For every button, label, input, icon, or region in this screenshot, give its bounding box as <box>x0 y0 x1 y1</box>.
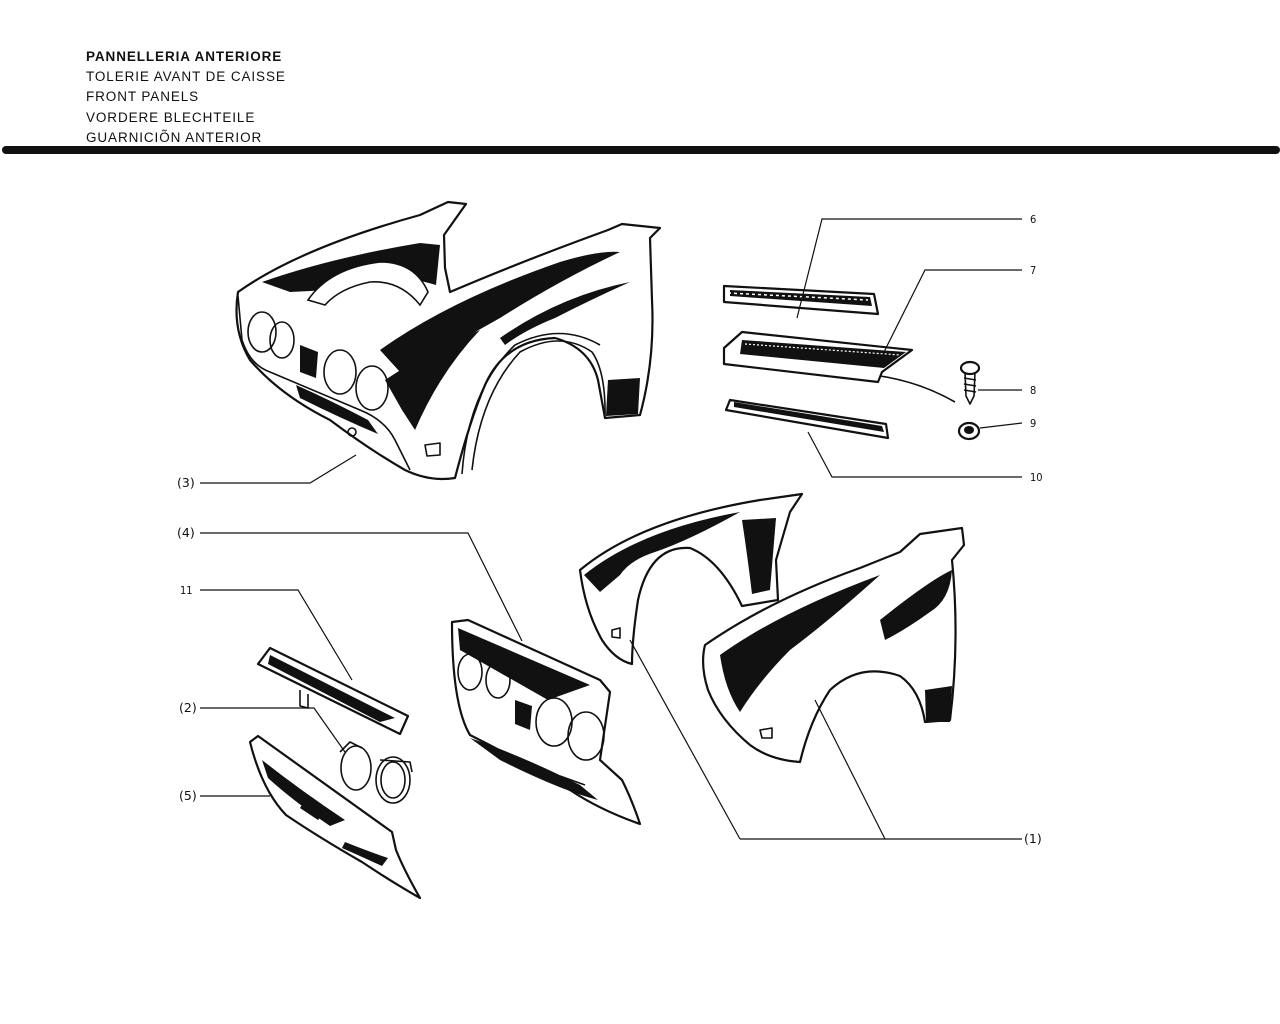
front-nose-panel-drawing <box>450 618 642 826</box>
headlamp-bracket-drawing <box>339 741 413 804</box>
callout-10: 10 <box>1030 471 1043 484</box>
title-french: TOLERIE AVANT DE CAISSE <box>86 69 286 85</box>
leader-lines <box>200 218 1023 840</box>
callout-3: (3) <box>177 475 195 490</box>
front-assembly-drawing <box>235 200 662 481</box>
header-divider <box>2 146 1280 154</box>
title-german: VORDERE BLECHTEILE <box>86 109 256 125</box>
front-wings-drawing <box>578 492 966 764</box>
callout-11: 11 <box>180 584 193 597</box>
callout-9: 9 <box>1030 417 1036 430</box>
screw-part <box>959 360 981 405</box>
callout-8: 8 <box>1030 384 1036 397</box>
vent-grille-parts <box>722 284 981 441</box>
callout-7: 7 <box>1030 264 1036 277</box>
callout-6: 6 <box>1030 213 1036 226</box>
lower-nose-panel-drawing <box>248 734 422 900</box>
callout-5: (5) <box>179 788 197 803</box>
title-spanish: GUARNICIÕN ANTERIOR <box>86 129 263 145</box>
title-italian: PANNELLERIA ANTERIORE <box>86 49 283 64</box>
washer-part <box>957 421 981 441</box>
callout-labels: (3) (4) 11 (2) (5) (1) 6 7 8 9 10 <box>177 213 1043 846</box>
page-title-block: PANNELLERIA ANTERIORE TOLERIE AVANT DE C… <box>86 47 286 148</box>
callout-1: (1) <box>1024 831 1042 846</box>
callout-4: (4) <box>177 525 195 540</box>
callout-2: (2) <box>179 700 197 715</box>
title-english: FRONT PANELS <box>86 89 200 105</box>
upper-trim-drawing <box>256 646 410 736</box>
